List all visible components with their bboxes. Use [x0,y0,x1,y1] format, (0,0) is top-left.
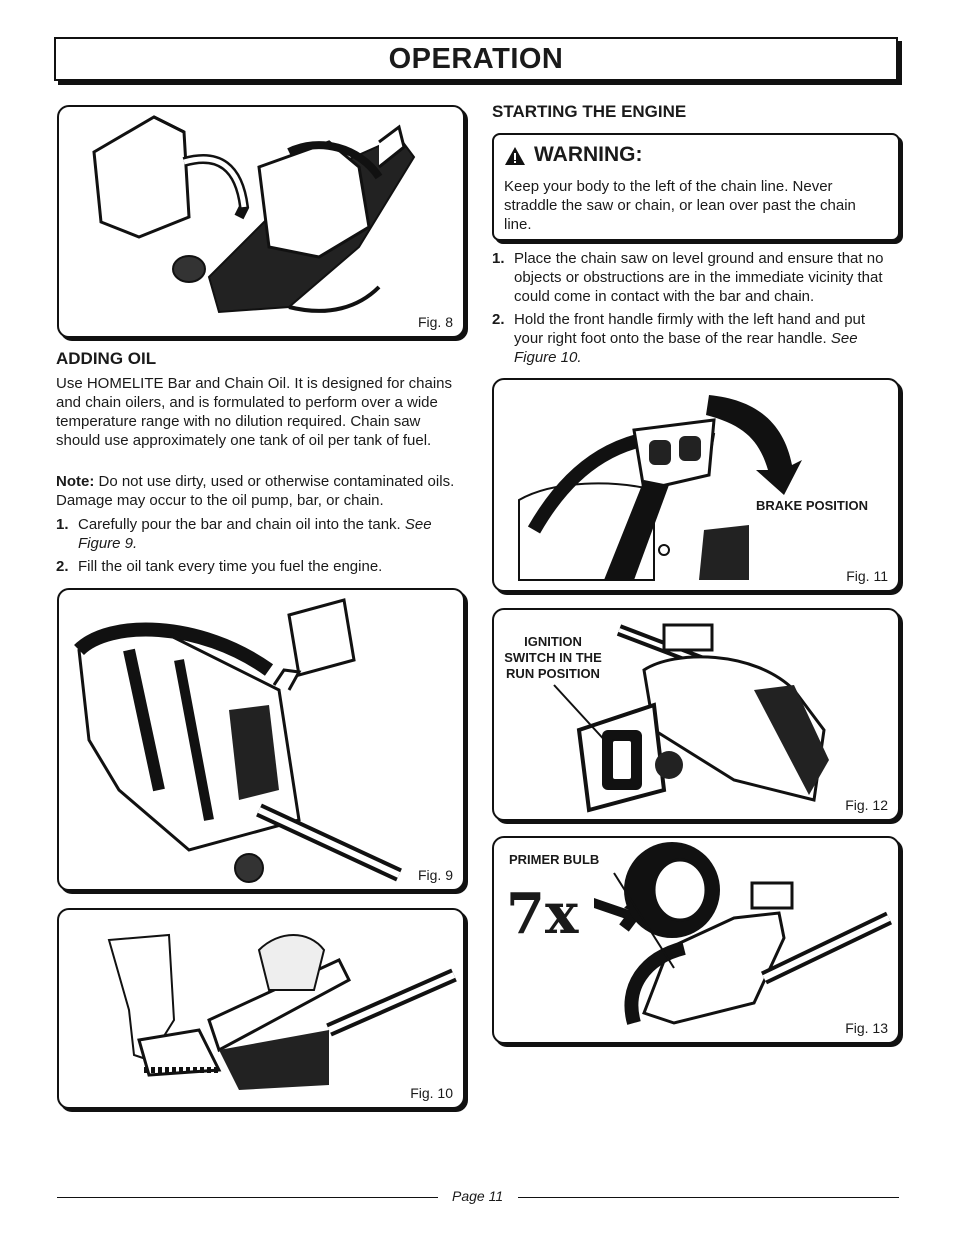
figure-11: BRAKE POSITION Fig. 11 [492,378,900,592]
figure-12: IGNITION SWITCH IN THE RUN POSITION Fig.… [492,608,900,821]
note-paragraph: Note: Do not use dirty, used or otherwis… [56,472,461,510]
warning-text: Keep your body to the left of the chain … [504,178,856,233]
start-step-2: 2. Hold the front handle firmly with the… [492,310,898,370]
warning-title: WARNING: [534,143,643,166]
figure-reference: See Figure 10. [514,330,858,366]
step-text: Carefully pour the bar and chain oil int… [78,516,405,533]
fig-8-caption: Fig. 8 [417,314,453,330]
page-title: OPERATION [388,43,564,75]
fig-11-caption: Fig. 11 [846,568,888,584]
figure-9: Fig. 9 [57,588,465,891]
adding-oil-body: Use HOMELITE Bar and Chain Oil. It is de… [56,375,453,449]
oil-step-1: 1. Carefully pour the bar and chain oil … [56,515,461,555]
fig-13-caption: Fig. 13 [845,1020,888,1036]
start-step-1: 1. Place the chain saw on level ground a… [492,249,898,309]
step-number: 2. [56,558,69,575]
primer-bulb-illustration [594,842,893,1025]
ignition-switch-label: IGNITION SWITCH IN THE RUN POSITION [504,634,602,681]
figure-8: Fig. 8 [57,105,465,338]
brake-position-illustration [518,395,802,581]
note-label: Note: [56,473,95,490]
adding-oil-title: ADDING OIL [56,349,157,368]
warning-box: WARNING: Keep your body to the left of t… [492,133,900,241]
fig-12-caption: Fig. 12 [845,797,888,813]
step-number: 2. [492,311,505,328]
starting-engine-title: STARTING THE ENGINE [492,102,687,121]
figure-13: PRIMER BULB 7x Fig. 13 [492,836,900,1044]
oil-step-2: 2. Fill the oil tank every time you fuel… [56,557,461,577]
fig-9-caption: Fig. 9 [417,867,453,883]
seven-times-label: 7x [506,881,579,947]
page-number: Page 11 [452,1188,504,1204]
fig-10-caption: Fig. 10 [410,1085,453,1101]
oil-filling-illustration [74,598,402,883]
step-number: 1. [492,250,505,267]
figure-reference: See Figure 9. [78,516,432,552]
figure-10: Fig. 10 [57,908,465,1109]
step-text: Fill the oil tank every time you fuel th… [78,558,383,575]
ignition-switch-illustration [553,623,829,813]
oil-can-chainsaw-illustration [92,115,416,314]
note-body: Do not use dirty, used or otherwise cont… [56,473,455,509]
footer-rule-right [518,1197,899,1198]
step-number: 1. [56,516,69,533]
warning-triangle-icon [505,147,525,165]
primer-bulb-label: PRIMER BULB [509,852,600,867]
starting-stance-illustration [107,933,457,1090]
footer-rule-left [57,1197,438,1198]
step-text: Hold the front handle firmly with the le… [514,311,866,347]
step-text: Place the chain saw on level ground and … [514,250,884,305]
brake-position-label: BRAKE POSITION [756,498,868,513]
page-header: OPERATION [54,37,898,81]
